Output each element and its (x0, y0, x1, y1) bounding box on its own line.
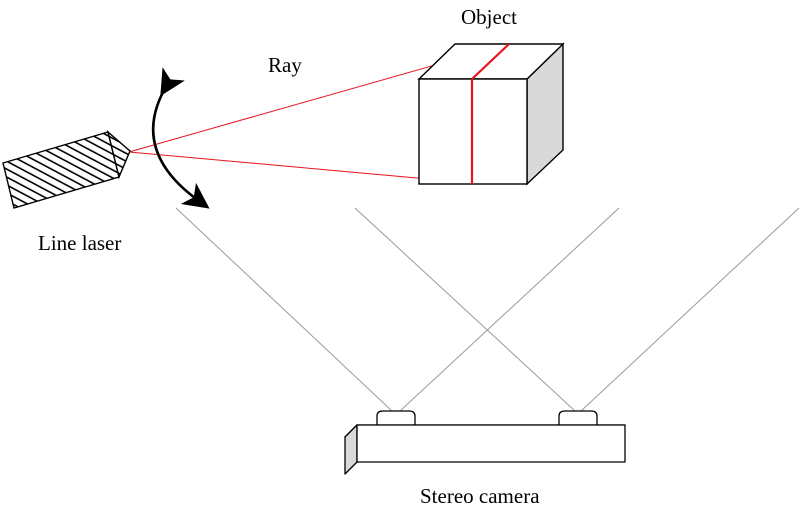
camera-front-face (356, 424, 626, 463)
camera-side-face (344, 424, 358, 475)
left-lens-view-line-left (175, 207, 393, 412)
right-lens-view-line-right (580, 207, 800, 412)
line-laser-label: Line laser (38, 231, 121, 255)
laser-nozzle (106, 130, 131, 180)
object-cube (417, 42, 565, 186)
left-lens-view-line-right (399, 207, 620, 412)
stereo-camera-label: Stereo camera (420, 484, 540, 508)
laser-stripe-top (471, 43, 510, 80)
right-lens (558, 410, 598, 425)
object-label: Object (461, 5, 517, 29)
laser-stripe-on-object (470, 43, 510, 184)
right-lens-view-line-left (354, 207, 576, 412)
rotation-arrow (151, 67, 210, 209)
left-lens (376, 410, 416, 425)
camera-view-lines (175, 207, 800, 412)
line-laser-device (2, 130, 131, 209)
stereo-camera (344, 410, 626, 475)
laser-body (2, 131, 120, 209)
ray-label: Ray (268, 53, 302, 77)
